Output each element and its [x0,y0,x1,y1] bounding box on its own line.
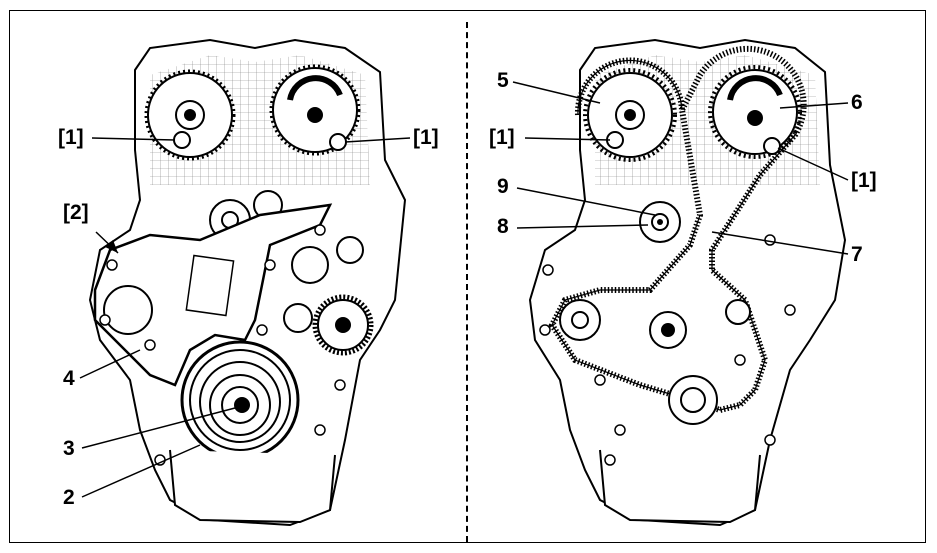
right-leader-lines [512,81,849,255]
callout-item-3: 3 [63,437,75,460]
crankshaft-pulley [180,340,300,460]
left-camshaft-sprocket-intake [144,69,236,161]
callout-item-6: 6 [851,91,863,114]
callout-ref1-left: [1] [489,126,515,149]
cover-hole [103,285,153,335]
right-idler [559,299,601,341]
left-boss [283,303,313,333]
ref2-arrow-head [105,240,118,253]
callout-item-8: 8 [497,215,509,238]
left-camshaft-sprocket-exhaust [269,64,361,156]
callout-item-2: 2 [63,486,75,509]
crankshaft-sprocket [668,375,718,425]
callout-ref1-right: [1] [851,169,877,192]
belt-tensioner [639,201,681,243]
right-boss [725,299,751,325]
callout-ref1-right: [1] [413,126,439,149]
callout-ref2: [2] [63,201,89,224]
right-water-pump [649,311,687,349]
callout-item-5: 5 [497,69,509,92]
cover-label-plate [185,254,235,317]
left-tensioner-pulley [312,294,374,356]
right-bolts [539,234,796,466]
callout-item-7: 7 [851,243,863,266]
left-boss [336,236,364,264]
left-bolts [99,224,346,466]
right-camshaft-sprocket-exhaust [708,65,802,159]
left-oil-pan [169,449,336,524]
callout-item-4: 4 [63,367,75,390]
callout-ref1-left: [1] [58,126,84,149]
callout-item-9: 9 [497,175,509,198]
figure-frame [9,10,926,543]
panel-divider [466,22,468,542]
right-oil-pan [599,449,761,524]
right-camshaft-sprocket-intake [583,68,677,162]
left-boss [291,246,329,284]
